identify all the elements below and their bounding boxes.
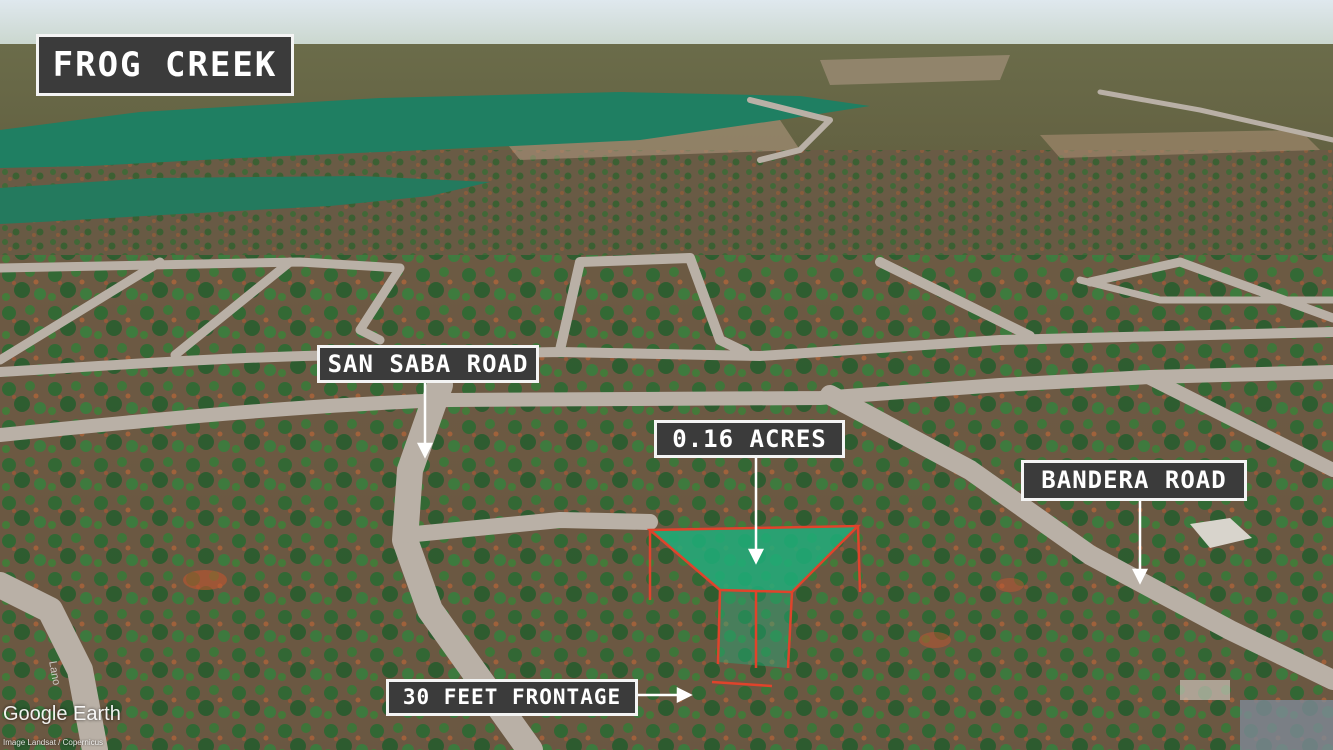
label-parcel-acreage: 0.16 ACRES [654, 420, 845, 458]
label-bandera-road: BANDERA ROAD [1021, 460, 1247, 501]
lake [0, 92, 870, 168]
google-earth-logo: Google Earth [3, 703, 121, 725]
parcel-outline [646, 524, 862, 688]
imagery-credit: Image Landsat / Copernicus [3, 738, 104, 747]
map-title: FROG CREEK [36, 34, 294, 96]
label-frontage: 30 FEET FRONTAGE [386, 679, 638, 716]
label-san-saba-road: SAN SABA ROAD [317, 345, 539, 383]
house [1190, 518, 1252, 548]
